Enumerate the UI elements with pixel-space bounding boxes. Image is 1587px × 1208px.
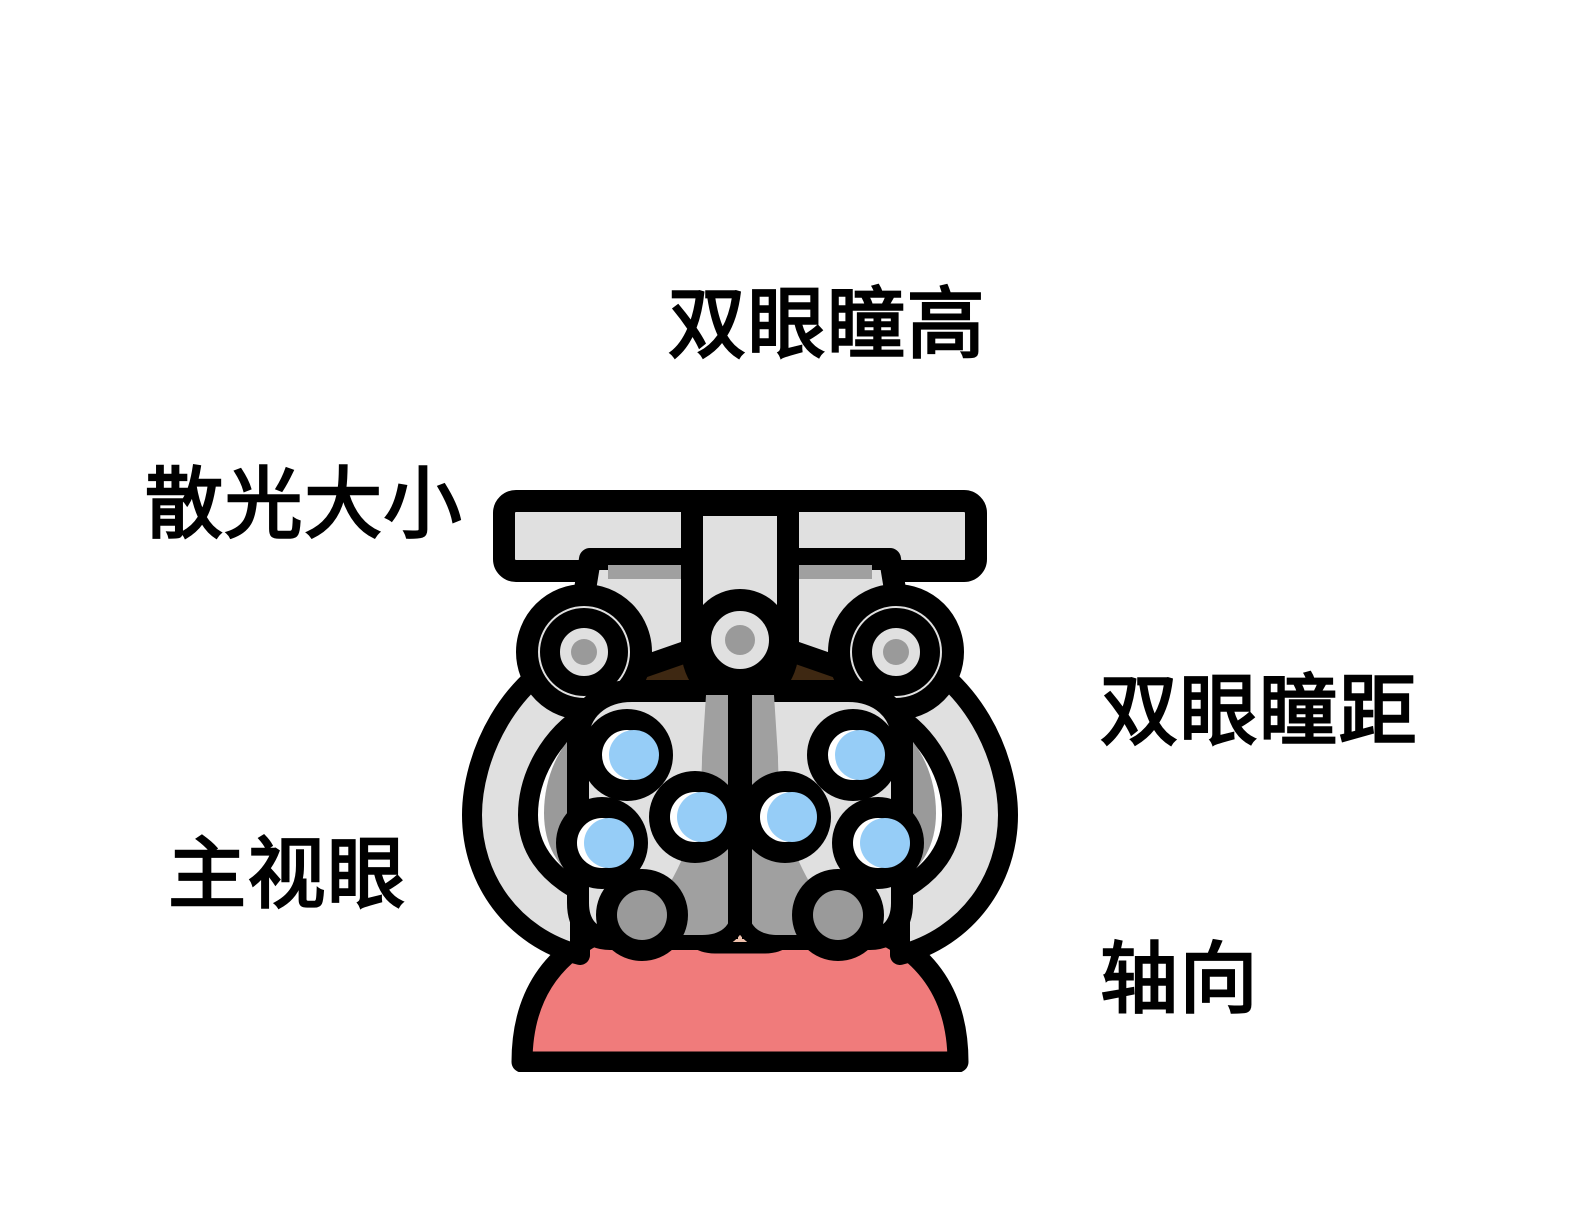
left-knob-center-dot <box>571 639 597 665</box>
right-bracket-band <box>786 565 872 579</box>
left-lens-aperture-mid-inner <box>649 771 741 863</box>
phoropter-device <box>462 490 1018 965</box>
phoropter-illustration <box>460 487 1020 1072</box>
label-pupil-height: 双眼瞳高 <box>668 280 987 368</box>
label-dominant-eye: 主视眼 <box>168 830 407 918</box>
right-housing-shadow <box>748 695 864 935</box>
right-lens-aperture-bottom <box>792 869 884 961</box>
center-knob-inner <box>725 625 755 655</box>
label-astigmatism-size: 散光大小 <box>145 460 464 548</box>
left-lens-aperture-top <box>581 709 673 801</box>
center-bridge <box>728 691 752 939</box>
left-lens-aperture-mid-outer <box>556 797 648 889</box>
left-housing-shadow <box>616 695 732 935</box>
right-side-knob <box>828 584 964 720</box>
top-bar-slot-left <box>538 515 662 543</box>
right-lens-aperture-mid-outer <box>832 797 924 889</box>
left-bracket-band <box>608 565 694 579</box>
right-lens-housing <box>731 680 924 961</box>
right-lens-aperture-mid-inner <box>739 771 831 863</box>
right-lens-aperture-top <box>807 709 899 801</box>
label-axis: 轴向 <box>1100 935 1260 1023</box>
bridge-right-edge <box>742 691 752 939</box>
right-outer-arc <box>882 635 1018 965</box>
left-outer-arc <box>462 635 598 965</box>
phoropter-svg <box>462 490 1018 1072</box>
center-column <box>681 494 799 710</box>
left-side-knob <box>516 584 652 720</box>
left-lens-housing <box>556 680 749 961</box>
bridge-left-edge <box>728 691 738 939</box>
top-bar-slot-right <box>818 515 942 543</box>
right-knob-center-dot <box>883 639 909 665</box>
label-pupil-distance: 双眼瞳距 <box>1100 667 1419 755</box>
left-lens-aperture-bottom <box>596 869 688 961</box>
